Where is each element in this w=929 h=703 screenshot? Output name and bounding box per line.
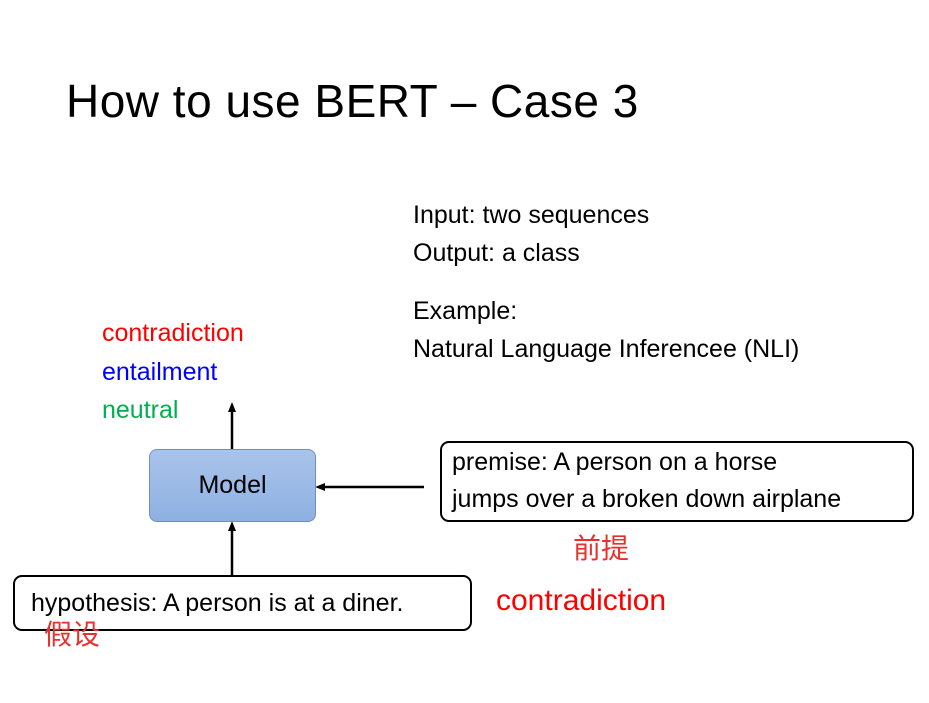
example-label: Example: xyxy=(413,297,518,325)
premise-annotation: 前提 xyxy=(573,532,630,565)
example-value: Natural Language Inferencee (NLI) xyxy=(413,335,800,363)
hypothesis-box: hypothesis: A person is at a diner. xyxy=(13,575,472,631)
hypothesis-annotation: 假设 xyxy=(44,618,101,651)
input-description: Input: two sequences xyxy=(413,201,650,229)
model-box: Model xyxy=(149,449,316,522)
result-label: contradiction xyxy=(496,584,667,617)
hypothesis-text: hypothesis: A person is at a diner. xyxy=(31,589,404,617)
class-contradiction: contradiction xyxy=(102,319,244,347)
output-description: Output: a class xyxy=(413,239,580,267)
premise-box: premise: A person on a horse jumps over … xyxy=(440,441,914,522)
class-neutral: neutral xyxy=(102,396,179,424)
model-label: Model xyxy=(198,471,267,499)
premise-line-2: jumps over a broken down airplane xyxy=(452,485,842,513)
slide-title: How to use BERT – Case 3 xyxy=(66,75,639,127)
class-entailment: entailment xyxy=(102,358,218,386)
premise-line-1: premise: A person on a horse xyxy=(452,448,778,476)
